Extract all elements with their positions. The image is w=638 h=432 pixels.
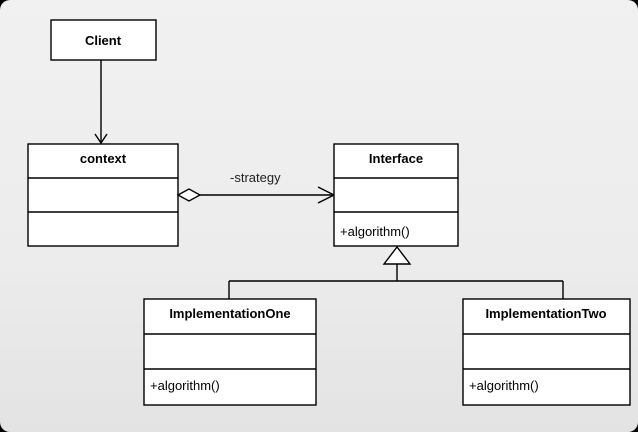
client-to-context-arrow xyxy=(94,60,108,145)
realization-connectors xyxy=(228,245,564,299)
aggregation-diamond-icon xyxy=(176,188,202,202)
class-implementation-two: ImplementationTwo +algorithm() xyxy=(462,298,631,406)
inheritance-triangle-icon xyxy=(382,245,412,265)
class-implementation-one-name: ImplementationOne xyxy=(169,306,290,321)
class-interface: Interface +algorithm() xyxy=(333,143,459,247)
class-implementation-two-box xyxy=(462,298,631,406)
class-context-box xyxy=(27,143,179,247)
implementation-one-method: +algorithm() xyxy=(150,378,220,393)
strategy-association: -strategy xyxy=(176,170,336,204)
implementation-two-method: +algorithm() xyxy=(469,378,539,393)
interface-method: +algorithm() xyxy=(340,224,410,239)
class-implementation-one-box xyxy=(143,298,317,406)
class-context: context xyxy=(27,143,179,247)
class-context-name: context xyxy=(80,151,127,166)
class-interface-box xyxy=(333,143,459,247)
class-client-name: Client xyxy=(85,33,122,48)
class-implementation-one: ImplementationOne +algorithm() xyxy=(143,298,317,406)
class-client-box xyxy=(50,19,157,61)
class-interface-name: Interface xyxy=(369,151,423,166)
class-client: Client xyxy=(50,19,157,61)
strategy-label: -strategy xyxy=(230,170,281,185)
class-implementation-two-name: ImplementationTwo xyxy=(485,306,606,321)
